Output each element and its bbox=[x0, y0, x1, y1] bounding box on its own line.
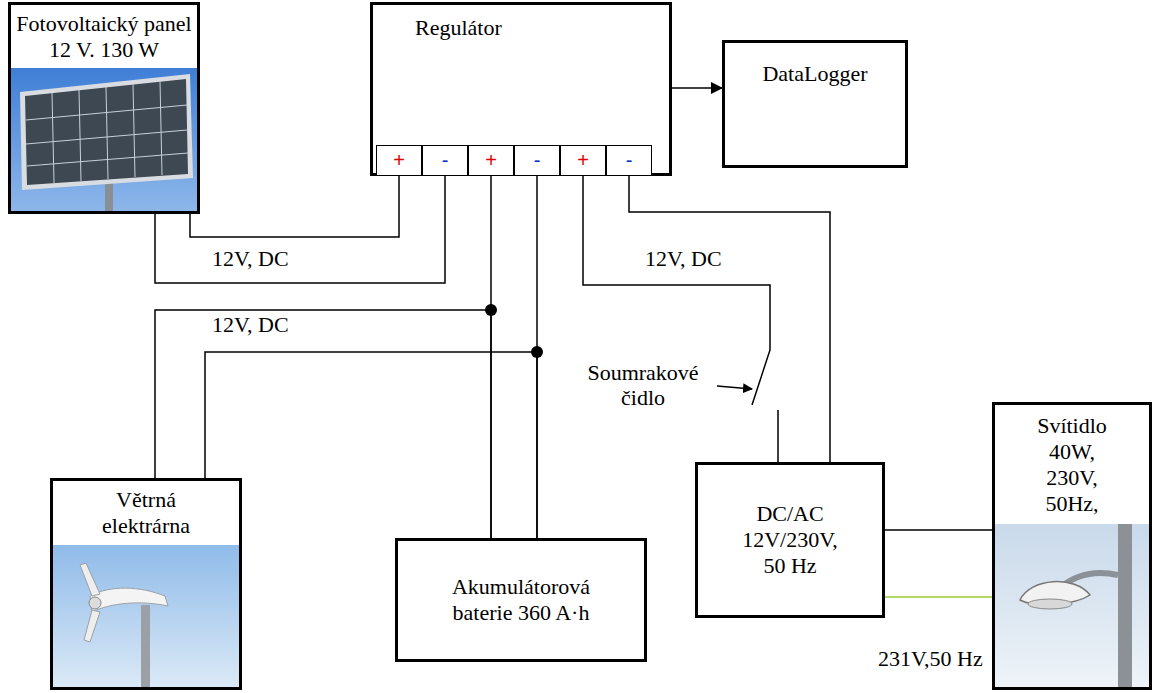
sensor-arrow bbox=[717, 386, 752, 389]
terminal-plus: + bbox=[468, 145, 514, 176]
datalogger-box: DataLogger bbox=[722, 40, 908, 168]
terminal-minus: - bbox=[514, 145, 560, 176]
node-text: Svítidlo 40W, 230V, 50Hz, bbox=[1026, 413, 1118, 517]
wire bbox=[672, 87, 722, 89]
node-text: Regulátor bbox=[415, 15, 565, 41]
wind-turbine-photo bbox=[53, 545, 239, 687]
terminal-minus: - bbox=[422, 145, 468, 176]
wire-label: 12V, DC bbox=[212, 246, 289, 271]
wire bbox=[583, 176, 778, 462]
wire-label: 12V, DC bbox=[645, 246, 722, 271]
battery-box: Akumulátorová baterie 360 A·h bbox=[395, 538, 647, 662]
lamp-box: Svítidlo 40W, 230V, 50Hz, bbox=[992, 402, 1152, 690]
sensor-label: Soumrakové čidlo bbox=[572, 360, 714, 410]
street-lamp-photo bbox=[995, 524, 1149, 687]
wire bbox=[629, 176, 830, 462]
node-text: DataLogger bbox=[730, 61, 900, 87]
wire bbox=[885, 529, 992, 531]
output-voltage-label: 231V,50 Hz bbox=[878, 646, 983, 671]
wire bbox=[205, 352, 537, 538]
terminal-plus: + bbox=[376, 145, 422, 176]
node-text: Větrná elektrárna bbox=[86, 487, 206, 539]
wire-label: 12V, DC bbox=[212, 312, 289, 337]
terminal-minus: - bbox=[606, 145, 652, 176]
terminal-plus: + bbox=[560, 145, 606, 176]
wire bbox=[190, 176, 399, 237]
pv-panel-photo bbox=[11, 68, 197, 211]
inverter-box: DC/AC 12V/230V, 50 Hz bbox=[695, 462, 885, 618]
wire bbox=[885, 596, 992, 598]
pv-panel-box: Fotovoltaický panel 12 V. 130 W bbox=[8, 2, 200, 214]
node-text: Akumulátorová baterie 360 A·h bbox=[446, 574, 596, 626]
node-text: DC/AC 12V/230V, 50 Hz bbox=[735, 501, 845, 579]
wind-turbine-box: Větrná elektrárna bbox=[50, 478, 242, 690]
node-text: Fotovoltaický panel 12 V. 130 W bbox=[13, 11, 195, 63]
regulator-box: Regulátor+-+-+- bbox=[370, 2, 672, 176]
